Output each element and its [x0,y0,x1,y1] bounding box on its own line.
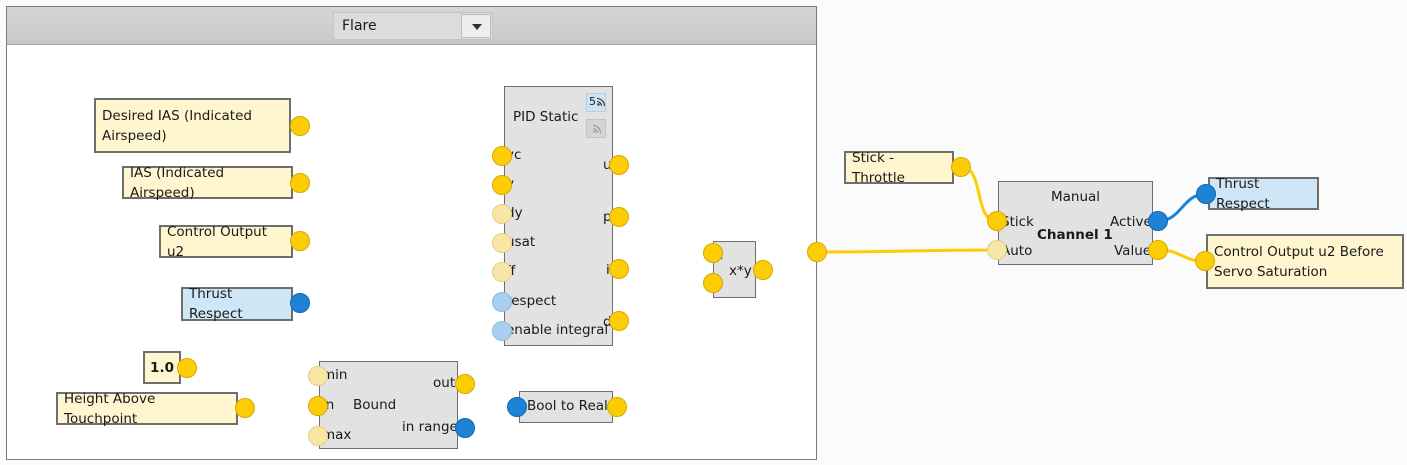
port-pid-ff[interactable] [492,262,512,282]
input-ias[interactable]: IAS (Indicated Airspeed) [122,165,293,201]
bound-block[interactable]: Bound min in max out in range [319,361,458,449]
pid-port-enable-integral: enable integral [506,322,609,338]
output-control-output-u2-before[interactable]: Control Output u2 Before Servo Saturatio… [1206,234,1404,289]
port-pid-y[interactable] [492,175,512,195]
port-channel-value[interactable] [1148,240,1168,260]
wire-group-out-to-auto[interactable] [816,248,998,254]
port-bound-min[interactable] [308,366,328,386]
port-thrust-respect-out[interactable] [290,293,310,313]
port-multiply-x[interactable] [703,243,723,263]
input-stick-throttle[interactable]: Stick - Throttle [844,150,954,186]
input-constant[interactable]: 1.0 [143,351,181,384]
bound-port-out: out [433,375,456,391]
port-pid-enable-integral[interactable] [492,321,512,341]
rss-icon[interactable] [586,119,606,138]
port-pid-yc[interactable] [492,146,512,166]
pid-port-i: i [606,262,610,278]
port-bound-out[interactable] [455,374,475,394]
port-pid-p[interactable] [609,207,629,227]
port-bound-in[interactable] [308,396,328,416]
pid-port-d: d [603,314,612,330]
mode-dropdown-value: Flare [342,18,377,34]
output-thrust-respect-label: Thrust Respect [1216,175,1270,212]
input-desired-ias[interactable]: Desired IAS (Indicated Airspeed) [94,98,291,153]
pid-port-p: p [603,209,612,225]
channel-port-value: Value [1114,243,1152,259]
port-control-output-out[interactable] [290,231,310,251]
input-height-label: Height Above Touchpoint [64,390,156,427]
pid-port-respect: respect [506,293,557,309]
port-constant-out[interactable] [177,358,197,378]
port-bound-max[interactable] [308,426,328,446]
port-pid-respect[interactable] [492,292,512,312]
input-stick-throttle-label: Stick - Throttle [852,149,905,186]
port-channel-stick[interactable] [987,211,1007,231]
port-ias-out[interactable] [290,173,310,193]
input-thrust-respect-label: Thrust Respect [189,286,243,322]
bound-port-min: min [322,367,348,383]
port-channel-active[interactable] [1148,211,1168,231]
multiply-title: x*y [729,263,752,279]
port-stick-throttle-out[interactable] [951,157,971,177]
port-control-output-before-in[interactable] [1195,251,1215,271]
port-pid-u[interactable] [609,155,629,175]
input-ias-label: IAS (Indicated Airspeed) [130,164,225,201]
pid-badge-count: 5 [589,95,596,108]
pid-port-usat: usat [506,234,536,250]
output-control-output-u2-before-label: Control Output u2 Before Servo Saturatio… [1214,243,1384,280]
channel-port-stick: Stick [1001,214,1034,230]
channel-mode: Manual [1051,189,1101,205]
port-multiply-out[interactable] [753,260,773,280]
port-height-out[interactable] [235,398,255,418]
port-desired-ias-out[interactable] [290,116,310,136]
bool-to-real-title: Bool to Real [527,398,608,414]
port-pid-dy[interactable] [492,204,512,224]
mode-dropdown[interactable]: Flare [333,12,493,40]
port-pid-d[interactable] [609,311,629,331]
port-group-output[interactable] [807,242,827,262]
bound-port-in-range: in range [402,419,458,435]
port-channel-auto[interactable] [987,240,1007,260]
bound-port-max: max [322,427,352,443]
channel-1-block[interactable]: Manual Channel 1 Stick Auto Active Value [998,181,1153,265]
rss-icon[interactable]: 5 [586,93,606,112]
bound-title: Bound [353,397,397,413]
channel-port-auto: Auto [1001,243,1033,259]
channel-port-active: Active [1110,214,1152,230]
port-pid-i[interactable] [609,259,629,279]
group-header: Flare [7,7,816,45]
channel-title: Channel 1 [1037,227,1113,243]
pid-static-block[interactable]: PID Static 5 yc y dy usat ff respect ena… [504,86,613,346]
pid-port-u: u [603,157,612,173]
output-thrust-respect[interactable]: Thrust Respect [1208,176,1319,212]
port-bound-in-range[interactable] [455,418,475,438]
input-thrust-respect[interactable]: Thrust Respect [181,286,293,322]
bool-to-real-block[interactable]: Bool to Real [519,391,613,423]
port-thrust-respect-in[interactable] [1196,184,1216,204]
input-desired-ias-label: Desired IAS (Indicated Airspeed) [102,107,252,144]
input-constant-label: 1.0 [150,359,174,376]
port-bool-to-real-in[interactable] [507,397,527,417]
input-control-output-u2-label: Control Output u2 [167,223,267,260]
port-pid-usat[interactable] [492,233,512,253]
input-control-output-u2[interactable]: Control Output u2 [159,224,293,260]
port-bool-to-real-out[interactable] [607,397,627,417]
chevron-down-icon[interactable] [461,14,491,38]
port-multiply-y[interactable] [703,273,723,293]
pid-title: PID Static [513,109,579,125]
input-height-above-touchpoint[interactable]: Height Above Touchpoint [56,391,238,427]
